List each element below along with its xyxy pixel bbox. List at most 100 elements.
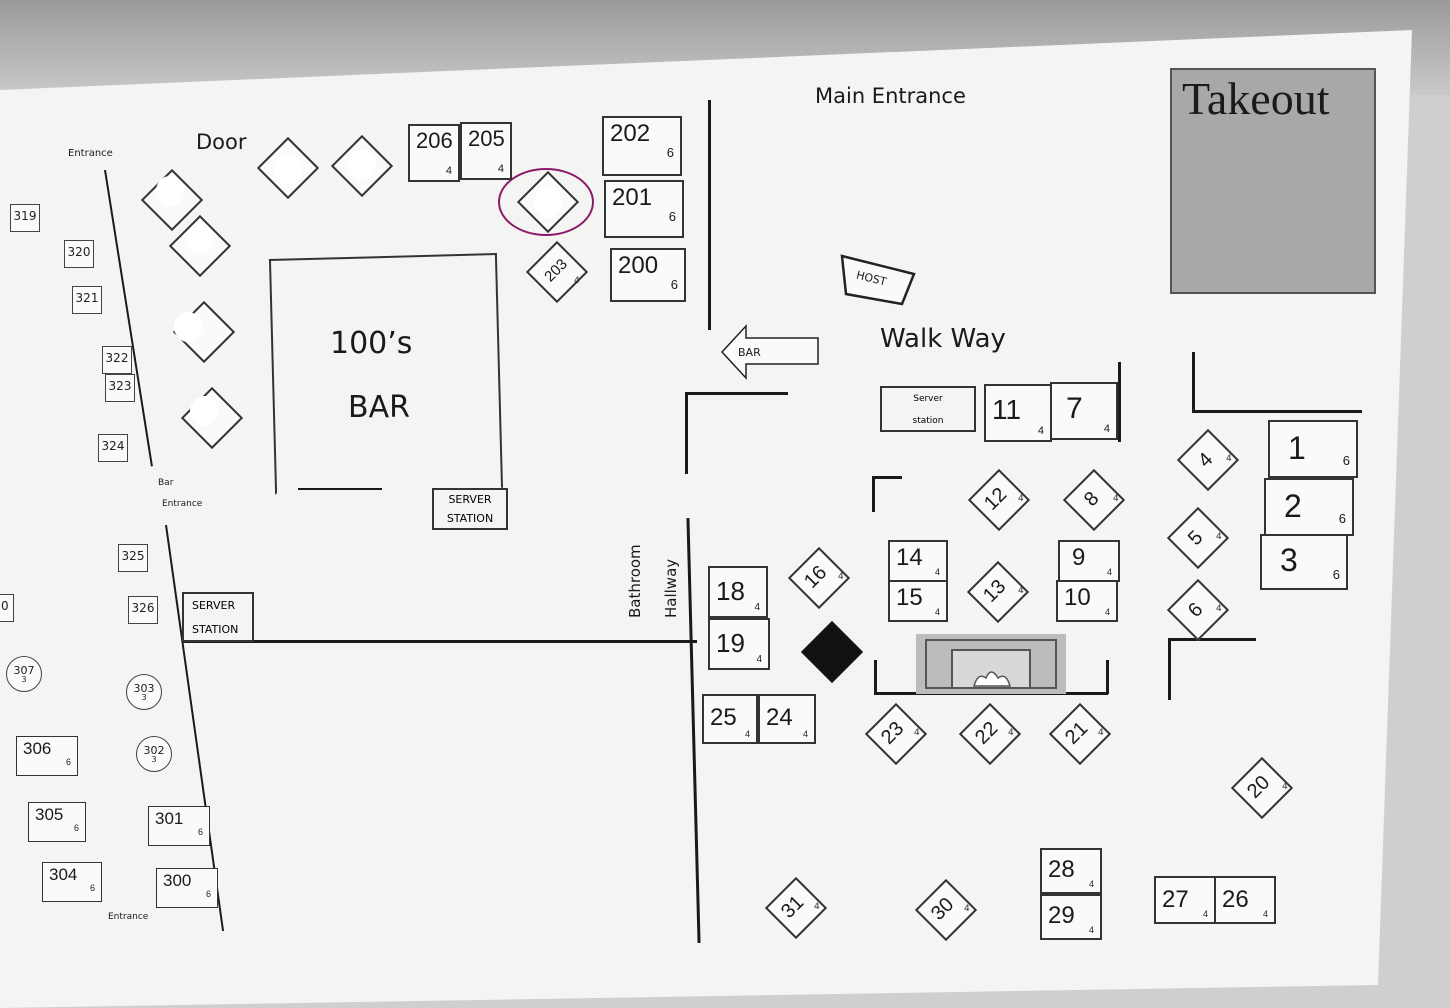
door-label: Door — [196, 130, 247, 154]
table-19[interactable]: 19 4 — [708, 618, 770, 670]
wall-right-mid-v — [1168, 638, 1171, 700]
table-324[interactable]: 324 — [98, 434, 128, 462]
table-25-capacity: 4 — [744, 729, 750, 739]
table-326[interactable]: 326 — [128, 596, 158, 624]
wall-main-vertical — [708, 100, 711, 330]
obscured-table-circled-blob — [534, 188, 562, 218]
table-10[interactable]: 10 4 — [1056, 580, 1118, 622]
table-6-capacity: 4 — [1216, 604, 1222, 614]
table-203-capacity: 4 — [574, 276, 580, 286]
table-321[interactable]: 321 — [72, 286, 102, 314]
table-1-number: 1 — [1288, 430, 1306, 466]
table-28-number: 28 — [1048, 856, 1075, 883]
wall-center-corner-h — [872, 476, 902, 479]
server-station: Server station — [880, 386, 976, 432]
wall-7-edge — [1118, 362, 1121, 442]
bathroom-label: Bathroom — [626, 544, 644, 618]
table-320[interactable]: 320 — [64, 240, 94, 268]
table-7-capacity: 4 — [1103, 423, 1110, 435]
table-19-number: 19 — [716, 628, 745, 658]
walk-way-label: Walk Way — [880, 324, 1006, 354]
table-10-edge[interactable]: 10 — [0, 594, 14, 622]
obscured-table-1-blob — [274, 154, 302, 184]
takeout-box — [1170, 68, 1376, 294]
hallway-label: Hallway — [662, 558, 680, 618]
table-205-number: 205 — [468, 126, 505, 151]
table-319[interactable]: 319 — [10, 204, 40, 232]
table-23-capacity: 4 — [914, 728, 920, 738]
table-24-capacity: 4 — [802, 729, 808, 739]
table-304-number: 304 — [49, 865, 78, 884]
table-29-number: 29 — [1048, 902, 1075, 929]
entrance-bottom-label: Entrance — [108, 912, 149, 922]
table-12-capacity: 4 — [1018, 494, 1024, 504]
server-station-line-1: Server — [913, 394, 943, 404]
table-1-capacity: 6 — [1342, 453, 1350, 468]
table-305-capacity: 6 — [73, 823, 79, 833]
wall-bar-corner-h — [686, 392, 788, 395]
bar-arrow-label: BAR — [738, 346, 761, 359]
table-26-capacity: 4 — [1262, 909, 1268, 919]
table-20-capacity: 4 — [1282, 782, 1288, 792]
table-301-number: 301 — [155, 809, 184, 828]
table-9-number: 9 — [1072, 544, 1086, 571]
wall-bar-corner-v — [685, 392, 688, 474]
table-2-number: 2 — [1284, 488, 1302, 524]
table-323[interactable]: 323 — [105, 374, 135, 402]
entrance-top-label: Entrance — [68, 148, 113, 159]
table-25[interactable]: 25 4 — [702, 694, 758, 744]
table-24[interactable]: 24 4 — [758, 694, 816, 744]
table-27-number: 27 — [1162, 886, 1189, 913]
server-station-line-2: station — [912, 416, 944, 426]
table-306-number: 306 — [23, 739, 52, 758]
table-3-number: 3 — [1280, 542, 1298, 578]
table-10-capacity: 4 — [1104, 607, 1110, 617]
table-25-number: 25 — [710, 704, 737, 731]
table-19-capacity: 4 — [756, 654, 762, 665]
bar-arrow — [720, 324, 819, 380]
left-server-station: SERVER STATION — [182, 592, 254, 642]
wall-fireplace-right — [1106, 660, 1109, 694]
table-322[interactable]: 322 — [102, 346, 132, 374]
table-302-number: 302 — [143, 744, 165, 757]
table-306[interactable]: 306 6 — [16, 736, 78, 776]
wall-hall-horizontal — [182, 640, 697, 643]
table-3-capacity: 6 — [1332, 567, 1340, 582]
table-31-capacity: 4 — [814, 902, 820, 912]
bar-title-1: 100’s — [330, 326, 413, 361]
table-16-capacity: 4 — [838, 572, 844, 582]
table-306-capacity: 6 — [65, 757, 71, 767]
table-325[interactable]: 325 — [118, 544, 148, 572]
table-8-capacity: 4 — [1113, 494, 1119, 504]
table-10-number: 10 — [1064, 584, 1091, 611]
table-303-number: 303 — [133, 682, 155, 695]
wall-right-top-v — [1192, 352, 1195, 412]
table-14-capacity: 4 — [934, 567, 940, 577]
table-24-number: 24 — [766, 704, 793, 731]
